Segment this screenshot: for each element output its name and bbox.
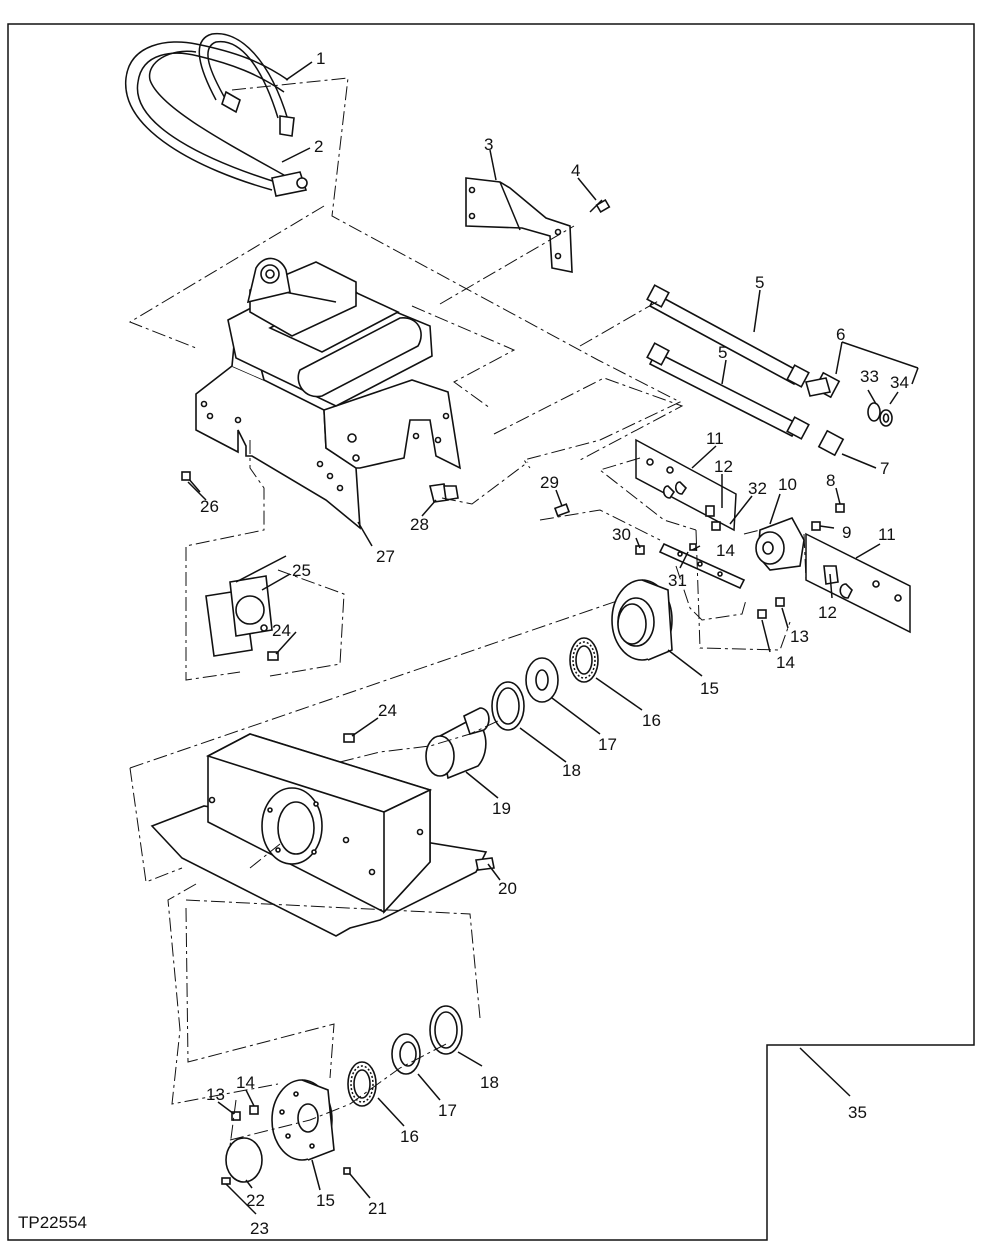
bracket [658, 542, 746, 590]
bearing-lower [347, 1061, 377, 1107]
fitting [429, 483, 459, 503]
mount-plate-upper [635, 438, 737, 532]
o-ring [867, 402, 881, 422]
fitting [817, 429, 845, 457]
bearing-housing-lower [271, 1079, 335, 1161]
retaining-ring-lower [429, 1005, 463, 1055]
seal-ring-upper [525, 657, 559, 703]
shaft-lower [646, 342, 810, 440]
callout-5-upper: 5 [755, 273, 764, 292]
mount-plate-lower [805, 532, 911, 634]
callout-28: 28 [410, 515, 429, 534]
leader-lines [187, 61, 919, 1215]
callout-17-upper: 17 [598, 735, 617, 754]
nut [343, 733, 355, 743]
callout-7: 7 [880, 459, 889, 478]
callout-13-lower: 13 [206, 1085, 225, 1104]
callout-29: 29 [540, 473, 559, 492]
bolt [589, 198, 611, 214]
callout-19: 19 [492, 799, 511, 818]
guard-plate [465, 177, 573, 273]
callout-16-upper: 16 [642, 711, 661, 730]
callout-17-lower: 17 [438, 1101, 457, 1120]
callout-3: 3 [484, 135, 493, 154]
callout-16-lower: 16 [400, 1127, 419, 1146]
callout-14-bracket: 14 [716, 541, 735, 560]
bolt [553, 503, 845, 619]
callout-18-lower: 18 [480, 1073, 499, 1092]
bolt [181, 471, 201, 493]
callout-12-lower: 12 [818, 603, 837, 622]
bearing-upper [569, 637, 599, 683]
callout-8: 8 [826, 471, 835, 490]
hydraulic-pump [755, 517, 805, 571]
callout-11-upper: 11 [706, 429, 724, 448]
callout-31: 31 [668, 571, 687, 590]
callout-18-upper: 18 [562, 761, 581, 780]
callout-labels: 1 2 3 4 5 5 6 7 8 9 10 11 11 12 12 13 13… [200, 49, 909, 1238]
cover-plate [225, 1137, 263, 1183]
coupler [804, 371, 841, 399]
callout-9: 9 [842, 523, 851, 542]
callout-22: 22 [246, 1191, 265, 1210]
callout-30: 30 [612, 525, 631, 544]
callout-12-upper: 12 [714, 457, 733, 476]
figure-border [7, 23, 975, 1241]
o-ring [879, 409, 893, 427]
bolt [221, 1105, 351, 1185]
callout-6: 6 [836, 325, 845, 344]
callout-11-lower: 11 [878, 525, 896, 544]
callout-24-upper: 24 [272, 621, 291, 640]
callout-14-plate: 14 [776, 653, 795, 672]
callout-25: 25 [292, 561, 311, 580]
callout-23: 23 [250, 1219, 269, 1238]
callout-35: 35 [848, 1103, 867, 1122]
callout-2: 2 [314, 137, 323, 156]
callout-5-lower: 5 [718, 343, 727, 362]
main-frame [195, 257, 462, 530]
callout-4: 4 [571, 161, 580, 180]
eccentric-shaft [425, 707, 490, 780]
callout-15-upper: 15 [700, 679, 719, 698]
callout-20: 20 [498, 879, 517, 898]
figure-id: TP22554 [18, 1213, 87, 1232]
seal-ring-lower [391, 1033, 421, 1075]
callout-1: 1 [316, 49, 325, 68]
callout-32: 32 [748, 479, 767, 498]
bearing-plate [205, 555, 287, 657]
callout-26: 26 [200, 497, 219, 516]
callout-13-upper: 13 [790, 627, 809, 646]
hydraulic-hoses [125, 32, 308, 197]
callout-24-lower: 24 [378, 701, 397, 720]
retaining-ring-upper [491, 681, 525, 731]
callout-10: 10 [778, 475, 797, 494]
bearing-housing-upper [611, 579, 673, 661]
callout-14-lower: 14 [236, 1073, 255, 1092]
assembly-lines [128, 77, 807, 1147]
callout-21: 21 [368, 1199, 387, 1218]
callout-27: 27 [376, 547, 395, 566]
callout-15-lower: 15 [316, 1191, 335, 1210]
callout-34: 34 [890, 373, 909, 392]
vibrator-housing [150, 733, 495, 937]
callout-33: 33 [860, 367, 879, 386]
nut [267, 651, 279, 661]
